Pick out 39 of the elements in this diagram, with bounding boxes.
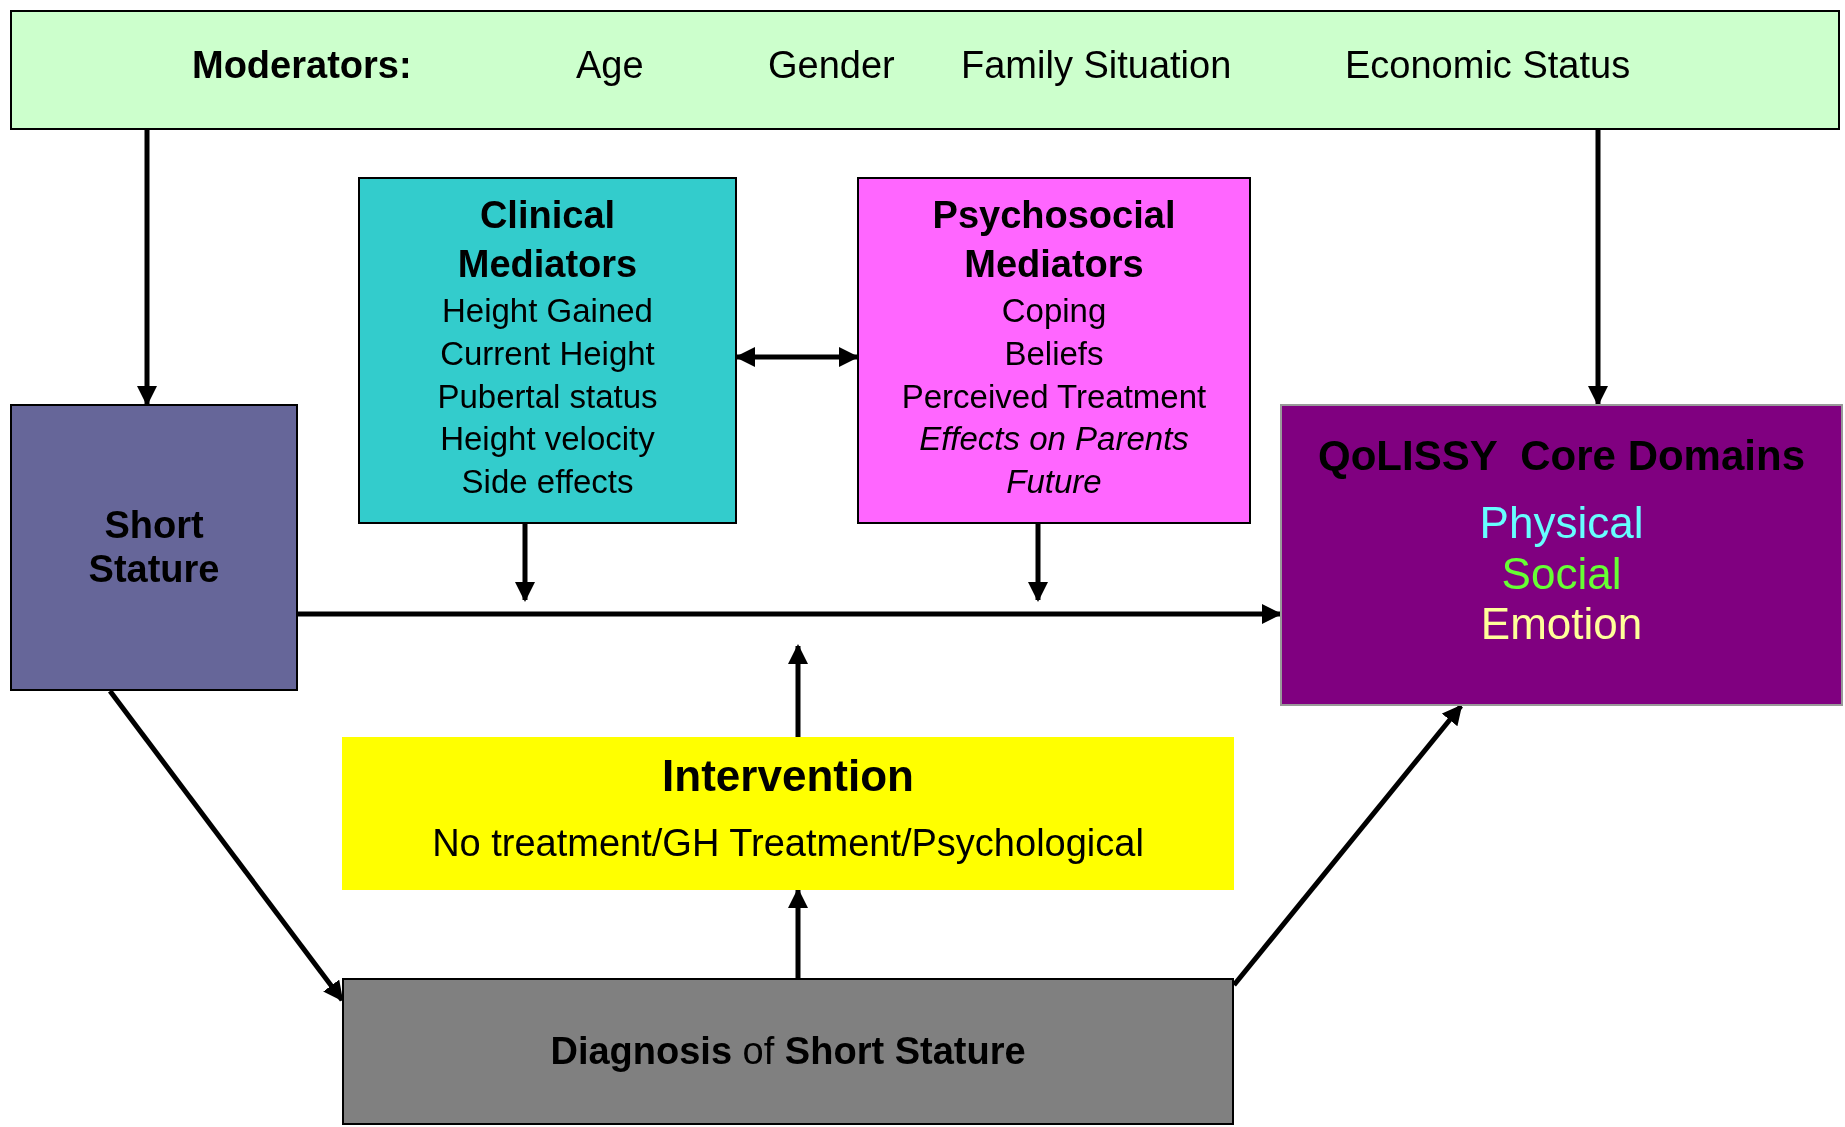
domain-label: Social (1501, 548, 1622, 600)
arrow (788, 644, 808, 737)
mediator-box (358, 177, 737, 524)
moderator-label: Age (576, 44, 644, 87)
intervention-box (342, 737, 1234, 890)
heading: Intervention (662, 751, 914, 802)
list-item: Side effects (461, 462, 634, 503)
arrow (108, 689, 344, 1002)
arrow (515, 524, 535, 602)
moderators-panel (10, 10, 1840, 130)
description: No treatment/GH Treatment/Psychological (432, 821, 1144, 866)
list-item: Beliefs (1004, 333, 1104, 374)
outcome-box (1280, 404, 1843, 706)
domain-label: Emotion (1480, 599, 1643, 651)
moderator-label: Gender (768, 44, 895, 87)
arrow (137, 130, 157, 406)
heading: QoLISSY Core Domains (1318, 432, 1805, 481)
list-item: Pubertal status (437, 376, 658, 417)
arrow (1028, 524, 1048, 602)
mediator-box (857, 177, 1251, 524)
node-label: Diagnosis of Short Stature (550, 1029, 1026, 1074)
short-stature-box (10, 404, 298, 691)
moderator-label: Economic Status (1345, 44, 1631, 87)
heading: Clinical Mediators (456, 193, 639, 288)
arrow (1232, 704, 1463, 987)
node-label: Short Stature (87, 503, 221, 592)
arrow (788, 888, 808, 978)
list-item: Height velocity (440, 419, 655, 460)
moderator-label: Family Situation (961, 44, 1232, 87)
list-item: Current Height (440, 333, 655, 374)
list-item: Height Gained (442, 290, 653, 331)
heading: Moderators: (192, 44, 412, 87)
domain-label: Physical (1479, 498, 1644, 549)
arrow (298, 604, 1282, 624)
arrow (1588, 130, 1608, 406)
diagnosis-box (342, 978, 1234, 1125)
heading: Psychosocial Mediators (931, 193, 1177, 288)
list-item: Perceived Treatment Effects on Parents Future (901, 376, 1207, 503)
list-item: Coping (1001, 290, 1107, 331)
